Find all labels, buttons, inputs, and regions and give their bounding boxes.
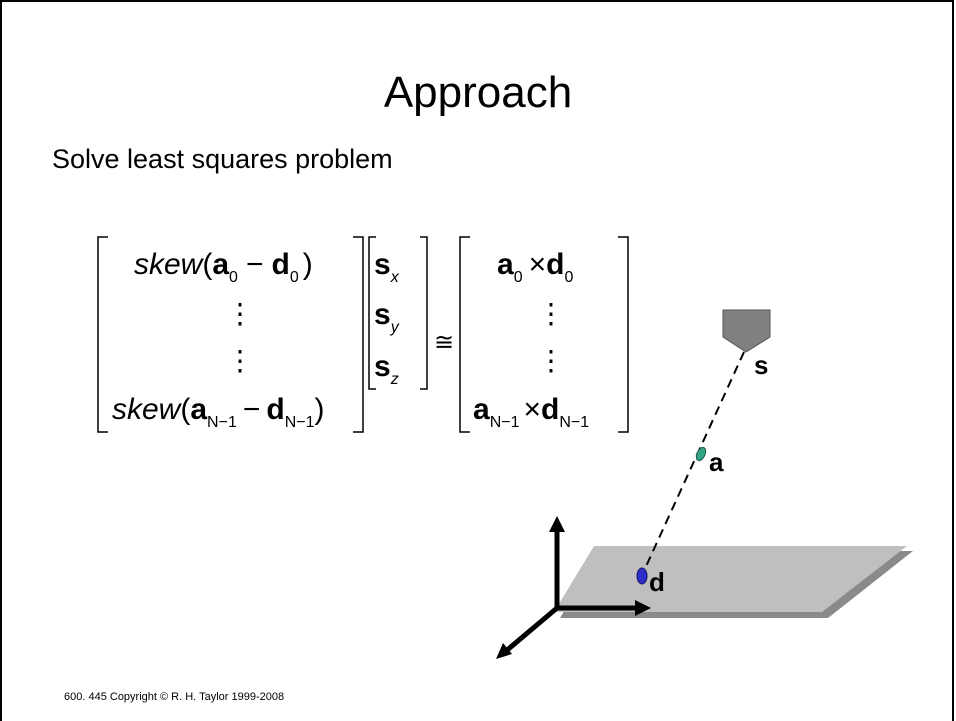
dashed-ray: [642, 351, 745, 574]
label-d: d: [649, 567, 665, 597]
axis-out-arrowhead-icon: [496, 643, 512, 659]
right-matrix-open-bracket: [459, 236, 470, 433]
s-z: sz: [374, 350, 399, 388]
rhs-row-n: aN−1×dN−1: [473, 393, 589, 431]
plane: [554, 546, 907, 612]
left-matrix-open-bracket: [97, 236, 108, 433]
s-vector-close-bracket: [420, 236, 428, 390]
rhs-row-1: a0×d0: [497, 248, 573, 286]
label-a: a: [709, 447, 724, 477]
rhs-vdots-1: ⋮: [537, 298, 565, 329]
lhs-vdots-2: ⋮: [226, 345, 254, 376]
point-d: [636, 567, 648, 585]
axis-up-arrowhead-icon: [549, 516, 565, 532]
axis-out: [504, 606, 559, 653]
point-a: [695, 446, 707, 462]
s-y: sy: [374, 298, 400, 336]
right-matrix-close-bracket: [618, 236, 629, 433]
approx-equal-symbol: ≅: [434, 329, 454, 356]
lhs-vdots-1: ⋮: [226, 298, 254, 329]
lhs-row-1-func: skew: [134, 248, 205, 281]
s-x: sx: [374, 248, 400, 286]
s-vector-open-bracket: [368, 236, 376, 390]
slide-footer: 600. 445 Copyright © R. H. Taylor 1999-2…: [64, 691, 285, 703]
label-s: s: [754, 350, 768, 380]
lhs-row-n: skew(aN−1−dN−1): [112, 393, 325, 431]
left-matrix-close-bracket: [353, 236, 364, 433]
lhs-row-1: skew(a0−d0): [134, 248, 313, 286]
rhs-vdots-2: ⋮: [537, 345, 565, 376]
slide-title: Approach: [383, 68, 573, 117]
slide-subtitle: Solve least squares problem: [52, 144, 393, 174]
sensor-icon: [722, 309, 771, 353]
axis-right-arrowhead-icon: [635, 600, 651, 616]
